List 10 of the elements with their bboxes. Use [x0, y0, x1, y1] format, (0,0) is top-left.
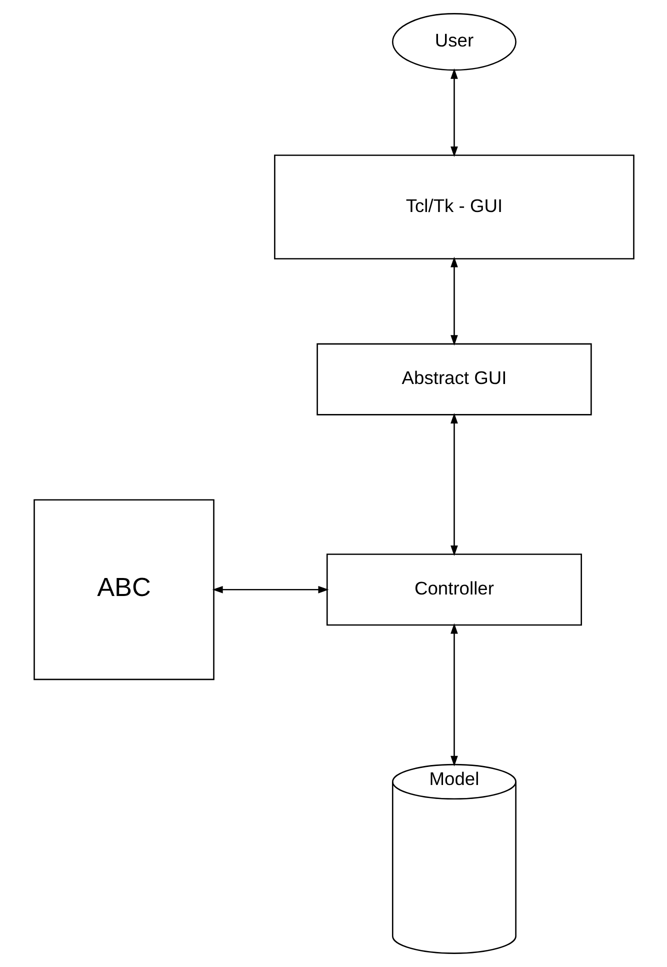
arrow — [450, 623, 458, 766]
arrow — [450, 412, 458, 556]
arrow — [450, 256, 458, 346]
node-box: Tcl/Tk - GUI — [274, 154, 634, 260]
node-box: Abstract GUI — [316, 343, 592, 416]
arrow — [450, 68, 458, 158]
arrow — [212, 586, 328, 594]
node-box: ABC — [33, 499, 214, 680]
node-ellipse: User — [391, 13, 516, 71]
node-box: Controller — [326, 554, 582, 626]
